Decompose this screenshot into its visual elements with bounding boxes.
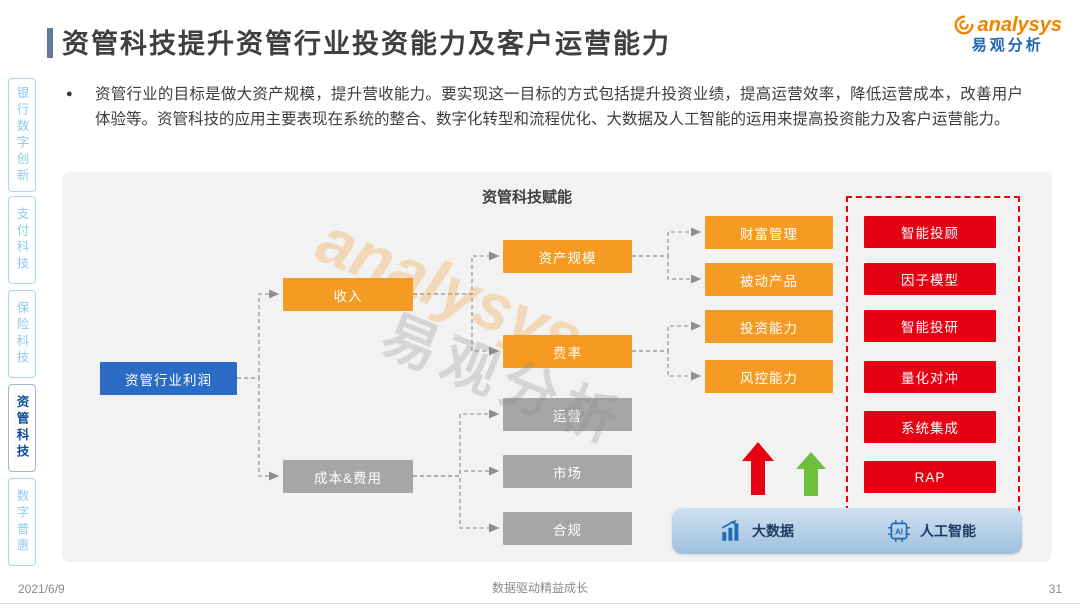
enabler-bar: 大数据 AI 人工智能	[672, 508, 1022, 554]
node-revenue: 收入	[283, 278, 413, 311]
node-risk-control: 风控能力	[705, 360, 833, 393]
svg-text:AI: AI	[895, 527, 903, 536]
sidebar-item-bank-digital-innovation[interactable]: 银行数字创新	[8, 78, 36, 192]
sidebar-item-insurance-tech[interactable]: 保险科技	[8, 290, 36, 378]
big-data-label: 大数据	[752, 523, 794, 539]
footer-date: 2021/6/9	[18, 582, 65, 596]
sidebar-item-payment-tech[interactable]: 支付科技	[8, 196, 36, 284]
tech-box-factor-model: 因子模型	[864, 263, 996, 295]
node-compliance: 合规	[503, 512, 632, 545]
node-market: 市场	[503, 455, 632, 488]
tech-box-system-integration: 系统集成	[864, 411, 996, 443]
ai-chip-icon: AI	[888, 520, 910, 542]
sidebar-item-asset-management-tech[interactable]: 资管科技	[8, 384, 36, 472]
analysys-swirl-icon	[955, 15, 974, 35]
brand-name: analysys	[977, 14, 1062, 36]
node-fee-rate: 费率	[503, 335, 632, 368]
brand-name-cn: 易观分析	[971, 37, 1044, 54]
node-wealth-management: 财富管理	[705, 216, 833, 249]
red-up-arrow	[742, 442, 774, 495]
flow-connectors	[237, 227, 702, 533]
big-data-group: 大数据	[718, 518, 794, 544]
tech-box-smart-advisory: 智能投顾	[864, 216, 996, 248]
bullet-icon: ●	[66, 88, 73, 100]
bar-chart-icon	[721, 520, 739, 541]
page-title: 资管科技提升资管行业投资能力及客户运营能力	[62, 29, 671, 59]
title-accent-bar	[47, 28, 53, 58]
summary-paragraph: 资管行业的目标是做大资产规模，提升营收能力。要实现这一目标的方式包括提升投资业绩…	[95, 86, 1023, 129]
analysys-logo: analysys 易观分析	[953, 14, 1062, 55]
node-asset-scale: 资产规模	[503, 240, 632, 273]
footer-slogan: 数据驱动精益成长	[491, 581, 588, 595]
sidebar-item-digital-inclusion[interactable]: 数字普惠	[8, 478, 36, 566]
node-cost-expense: 成本&费用	[283, 460, 413, 493]
node-operation: 运营	[503, 398, 632, 431]
footer-divider	[0, 603, 1080, 604]
footer-page-number: 31	[1048, 582, 1062, 596]
diagram-title: 资管科技赋能	[481, 189, 572, 206]
node-industry-profit: 资管行业利润	[100, 362, 237, 395]
node-investment-capability: 投资能力	[705, 310, 833, 343]
diagram-panel: 资管科技赋能 资管行业利润 收入	[62, 172, 1052, 562]
node-passive-products: 被动产品	[705, 263, 833, 296]
tech-box-quant-hedging: 量化对冲	[864, 361, 996, 393]
ai-label: 人工智能	[920, 523, 976, 539]
green-up-arrow	[796, 452, 826, 496]
tech-box-smart-research: 智能投研	[864, 310, 996, 342]
ai-group: AI 人工智能	[886, 518, 976, 544]
tech-box-rap: RAP	[864, 461, 996, 493]
